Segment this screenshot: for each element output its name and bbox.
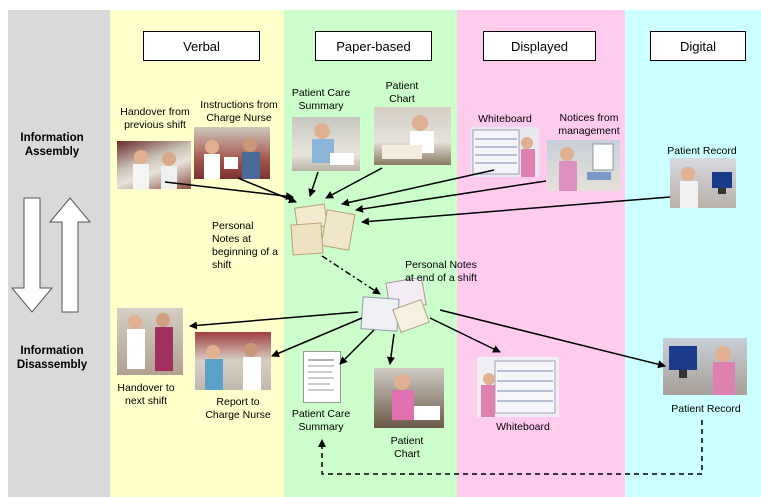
information-disassembly-label: Information Disassembly: [16, 345, 88, 371]
label-report-charge: Report to Charge Nurse: [205, 396, 271, 421]
header-paper-based: Paper-based: [315, 31, 432, 61]
label-care-summary-target: Patient Care Summary: [291, 408, 351, 433]
label-handover-next: Handover to next shift: [117, 382, 175, 407]
header-displayed: Displayed: [483, 31, 596, 61]
photo-notices-src: [547, 140, 620, 191]
photo-handover-next: [117, 308, 183, 375]
verbal-band: [110, 10, 284, 497]
photo-report-charge: [195, 332, 271, 390]
photo-care-summary-target: [303, 351, 341, 403]
label-whiteboard-src: Whiteboard: [478, 113, 532, 125]
label-notices-src: Notices from management: [558, 112, 620, 137]
label-notes-begin: Personal Notes at beginning of a shift: [212, 220, 278, 271]
digital-band: [625, 10, 761, 497]
photo-instructions-charge: [194, 127, 270, 179]
photo-record-src: [670, 158, 736, 208]
photo-notes-end: [358, 278, 433, 334]
label-care-summary-src: Patient Care Summary: [291, 87, 351, 112]
label-record-target: Patient Record: [671, 403, 741, 415]
label-handover-prev: Handover from previous shift: [120, 106, 190, 131]
photo-chart-src: [374, 107, 451, 165]
information-assembly-label: Information Assembly: [20, 132, 84, 158]
photo-handover-prev: [117, 141, 191, 189]
photo-record-target: [663, 338, 747, 395]
label-notes-end: Personal Notes at end of a shift: [405, 259, 477, 284]
label-instructions-charge: Instructions from Charge Nurse: [200, 99, 278, 124]
photo-whiteboard-target: [477, 357, 559, 417]
label-record-src: Patient Record: [667, 145, 737, 157]
photo-care-summary-src: [292, 117, 360, 171]
label-chart-src: Patient Chart: [385, 80, 419, 105]
label-whiteboard-target: Whiteboard: [496, 421, 550, 433]
photo-notes-begin: [290, 202, 358, 257]
header-digital: Digital: [650, 31, 746, 61]
label-chart-target: Patient Chart: [390, 435, 424, 460]
photo-chart-target: [374, 368, 444, 428]
photo-whiteboard-src: [471, 127, 539, 177]
header-verbal: Verbal: [143, 31, 260, 61]
